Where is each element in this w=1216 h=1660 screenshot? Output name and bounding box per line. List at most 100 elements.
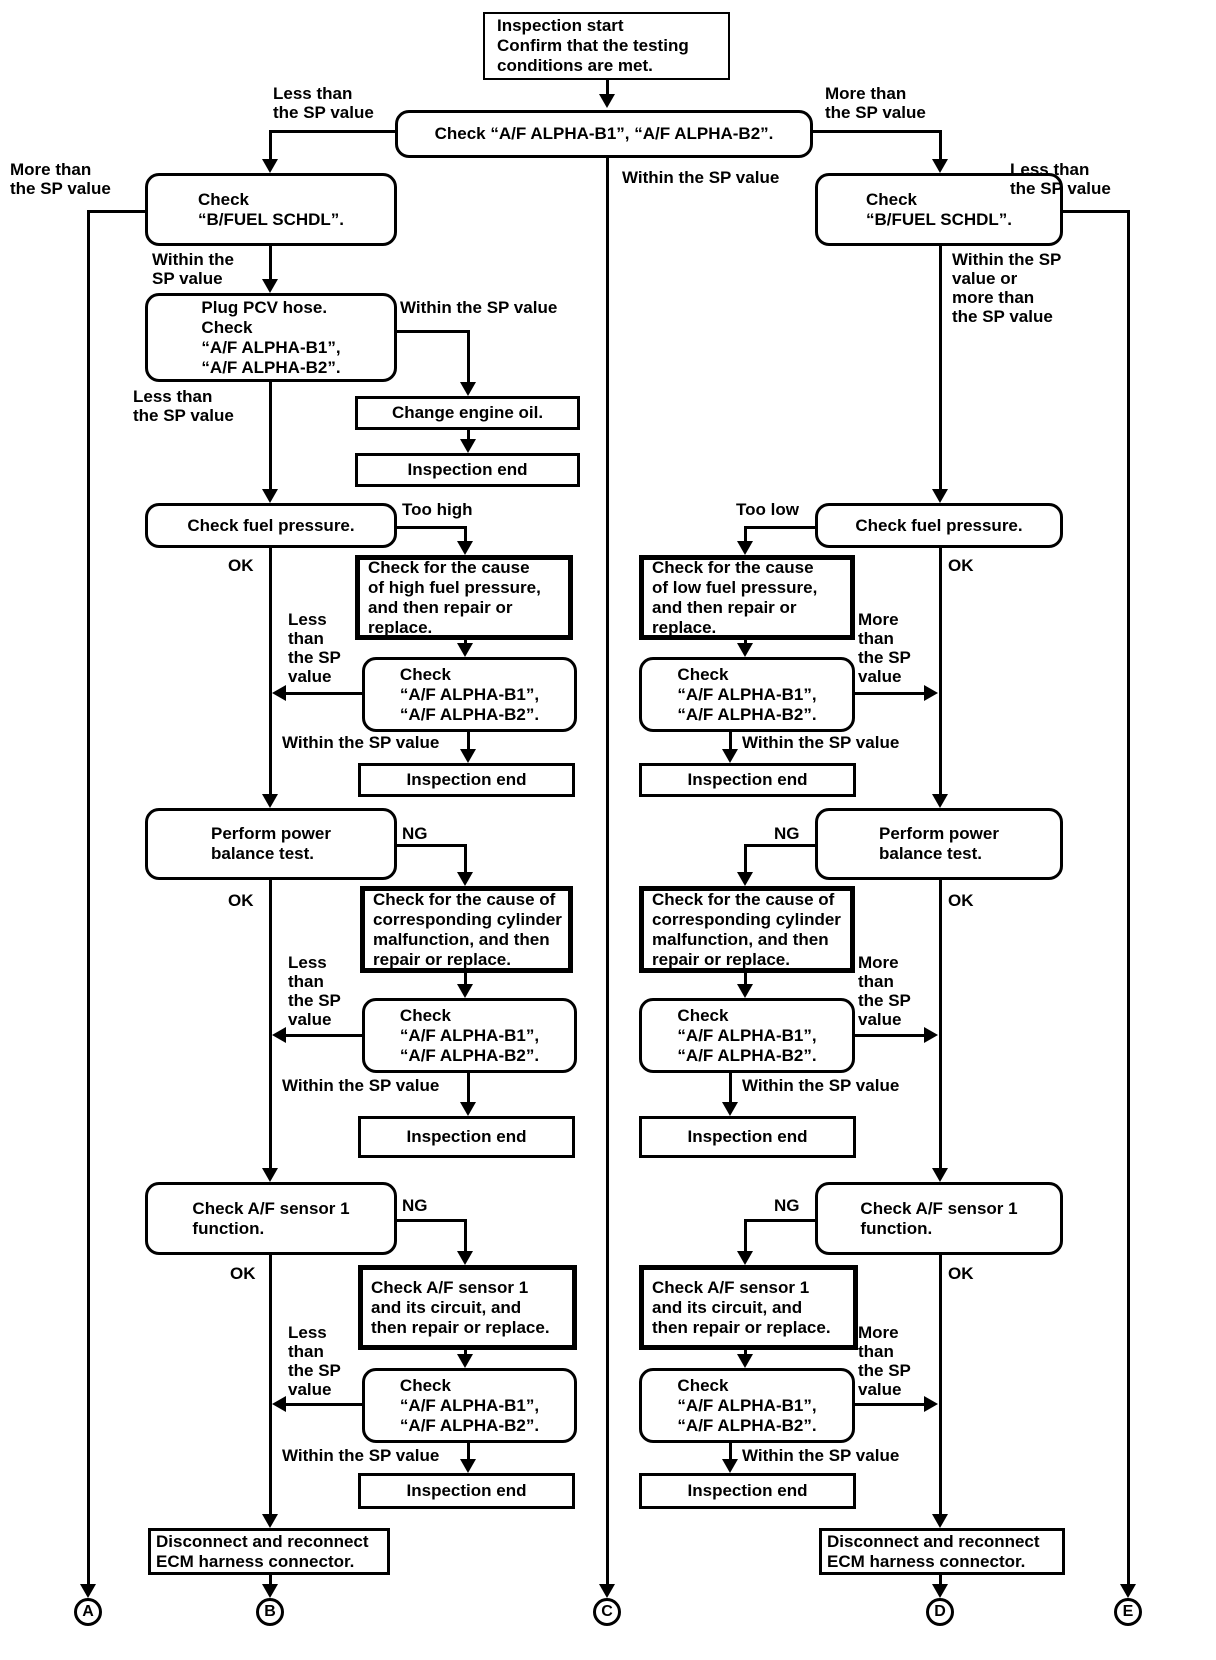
label-less-than-sp: Less than the SP value <box>288 1323 341 1399</box>
flow-line <box>464 973 467 984</box>
node-inspection-end: Inspection end <box>639 1116 856 1158</box>
flow-line <box>464 1219 467 1251</box>
arrowhead-down <box>80 1584 96 1598</box>
node-check-sensor-right: Check A/F sensor 1 function. <box>815 1182 1063 1255</box>
flow-line <box>269 548 272 794</box>
label-within-sp: Within the SP value <box>742 733 900 752</box>
flow-line <box>269 1255 272 1514</box>
label-more-than-sp: More than the SP value <box>858 610 911 686</box>
connector-e: E <box>1114 1598 1142 1626</box>
label-within-or-more-sp: Within the SP value or more than the SP … <box>952 250 1062 326</box>
arrowhead-down <box>737 643 753 657</box>
label-ng: NG <box>402 1196 428 1215</box>
flow-line <box>729 1073 732 1102</box>
node-sensor-circuit-right: Check A/F sensor 1 and its circuit, and … <box>639 1265 858 1350</box>
arrowhead-down <box>737 984 753 998</box>
arrowhead-down <box>457 872 473 886</box>
label-more-than-sp: More than the SP value <box>825 84 926 122</box>
flow-line <box>286 1403 362 1406</box>
node-disconnect-ecm-right: Disconnect and reconnect ECM harness con… <box>819 1528 1065 1575</box>
flow-line <box>286 692 362 695</box>
flow-line <box>467 1073 470 1102</box>
flow-line <box>464 844 467 872</box>
arrowhead-down <box>457 643 473 657</box>
connector-c: C <box>593 1598 621 1626</box>
flow-line <box>744 526 747 541</box>
arrowhead-down <box>599 94 615 108</box>
node-plug-pcv: Plug PCV hose. Check “A/F ALPHA-B1”, “A/… <box>145 293 397 382</box>
node-inspection-end: Inspection end <box>358 1116 575 1158</box>
arrowhead-down <box>262 1514 278 1528</box>
flow-line <box>467 732 470 749</box>
label-less-than-sp: Less than the SP value <box>1010 160 1111 198</box>
arrowhead-down <box>932 1168 948 1182</box>
node-fuel-pressure-left: Check fuel pressure. <box>145 503 397 548</box>
label-within-sp: Within the SP value <box>400 298 558 317</box>
flow-line <box>939 246 942 489</box>
node-inspection-end: Inspection end <box>355 453 580 487</box>
arrowhead-right <box>924 1396 938 1412</box>
flow-line <box>467 330 470 382</box>
flow-line <box>744 526 815 529</box>
flow-line <box>467 1443 470 1459</box>
arrowhead-down <box>460 1102 476 1116</box>
node-check-alpha-left-1: Check “A/F ALPHA-B1”, “A/F ALPHA-B2”. <box>362 657 577 732</box>
label-less-than-sp: Less than the SP value <box>288 953 341 1029</box>
arrowhead-down <box>722 1102 738 1116</box>
flow-line <box>939 1255 942 1514</box>
label-less-than-sp: Less than the SP value <box>288 610 341 686</box>
node-check-bfuel-left: Check “B/FUEL SCHDL”. <box>145 173 397 246</box>
node-check-alpha-left-2: Check “A/F ALPHA-B1”, “A/F ALPHA-B2”. <box>362 998 577 1073</box>
arrowhead-down <box>457 1251 473 1265</box>
arrowhead-down <box>262 489 278 503</box>
flow-line <box>397 526 466 529</box>
arrowhead-left <box>272 685 286 701</box>
label-within-sp: Within the SP value <box>622 168 780 187</box>
arrowhead-down <box>737 1251 753 1265</box>
arrowhead-down <box>460 382 476 396</box>
connector-a: A <box>74 1598 102 1626</box>
flow-line <box>269 1575 272 1584</box>
label-ok: OK <box>948 556 974 575</box>
arrowhead-down <box>262 279 278 293</box>
node-check-sensor-left: Check A/F sensor 1 function. <box>145 1182 397 1255</box>
flow-line <box>397 844 466 847</box>
flow-line <box>269 382 272 489</box>
label-more-than-sp: More than the SP value <box>858 1323 911 1399</box>
arrowhead-down <box>262 1168 278 1182</box>
node-cause-high-pressure: Check for the cause of high fuel pressur… <box>355 555 573 640</box>
node-inspection-start: Inspection start Confirm that the testin… <box>483 12 730 80</box>
flow-line <box>397 1219 466 1222</box>
node-inspection-end: Inspection end <box>639 1473 856 1509</box>
arrowhead-down <box>1120 1584 1136 1598</box>
flow-line <box>1062 210 1129 213</box>
flow-line <box>464 526 467 541</box>
flow-line <box>397 330 469 333</box>
node-fuel-pressure-right: Check fuel pressure. <box>815 503 1063 548</box>
arrowhead-down <box>262 794 278 808</box>
connector-d: D <box>926 1598 954 1626</box>
label-less-than-sp: Less than the SP value <box>133 387 234 425</box>
flow-line <box>464 640 467 643</box>
node-cause-cylinder-left: Check for the cause of corresponding cyl… <box>360 886 573 973</box>
node-inspection-end: Inspection end <box>358 763 575 797</box>
label-ng: NG <box>774 824 800 843</box>
flow-line <box>939 548 942 794</box>
arrowhead-down <box>932 1514 948 1528</box>
flow-line <box>744 1219 815 1222</box>
label-within-sp: Within the SP value <box>742 1446 900 1465</box>
node-check-alpha-left-3: Check “A/F ALPHA-B1”, “A/F ALPHA-B2”. <box>362 1368 577 1443</box>
flow-line <box>812 130 941 133</box>
flow-line <box>729 1443 732 1459</box>
node-power-balance-left: Perform power balance test. <box>145 808 397 880</box>
flow-line <box>744 973 747 984</box>
node-cause-cylinder-right: Check for the cause of corresponding cyl… <box>639 886 855 973</box>
node-sensor-circuit-left: Check A/F sensor 1 and its circuit, and … <box>358 1265 577 1350</box>
node-check-bfuel-right: Check “B/FUEL SCHDL”. <box>815 173 1063 246</box>
label-ng: NG <box>402 824 428 843</box>
arrowhead-down <box>722 749 738 763</box>
flow-line <box>855 1403 926 1406</box>
flow-line <box>855 692 926 695</box>
flow-line <box>606 80 609 95</box>
arrowhead-down <box>722 1459 738 1473</box>
